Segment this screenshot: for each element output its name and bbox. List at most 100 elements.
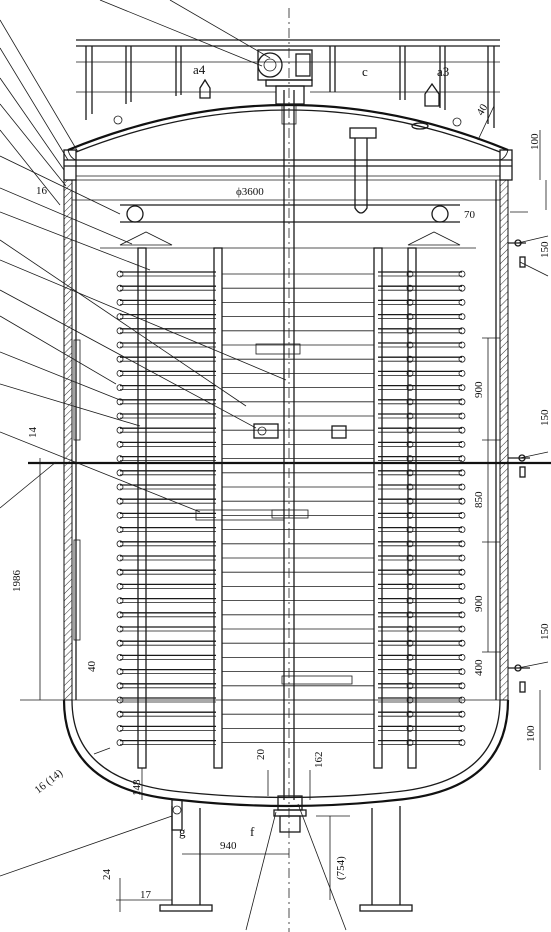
coil-tube-end — [458, 440, 466, 448]
dim-16-14: 16 (14) — [32, 767, 65, 796]
coil-tube-joint — [406, 270, 414, 278]
coil-tube-end — [458, 398, 466, 406]
heat-exchange-coils — [116, 270, 466, 746]
coil-tube-joint — [406, 682, 414, 690]
dim-148: 148 — [131, 779, 143, 796]
coil-tube-end — [116, 270, 124, 278]
coil-tube-joint — [406, 341, 414, 349]
dimension-lines — [20, 105, 547, 912]
coil-tube-end — [116, 469, 124, 477]
coil-tube-end — [116, 696, 124, 704]
coil-tube-end — [116, 455, 124, 463]
coil-tube-end — [116, 426, 124, 434]
dim-100-right: 100 — [525, 725, 537, 742]
coil-tube-end — [116, 512, 124, 519]
coil-tube-joint — [406, 497, 414, 505]
coil-tube-end — [458, 270, 466, 278]
coil-tube-joint — [406, 710, 414, 718]
coil-tube-end — [116, 710, 124, 718]
nozzle-label-a4: a4 — [193, 62, 206, 77]
coil-tube-end — [458, 625, 466, 633]
dim-16-left: 16 — [36, 185, 48, 197]
coil-tube-end — [458, 654, 466, 661]
dim-40-left: 40 — [86, 661, 98, 673]
coil-tube-end — [116, 369, 124, 377]
dim-900-b: 900 — [473, 595, 485, 612]
coil-tube-end — [458, 355, 466, 363]
coil-tube-joint — [406, 568, 414, 576]
coil-tube-end — [116, 284, 124, 292]
coil-tube-joint — [406, 327, 414, 335]
coil-tube-end — [458, 384, 466, 392]
coil-tube-joint — [406, 668, 414, 675]
dim-850: 850 — [473, 491, 485, 508]
coil-tube-end — [458, 682, 466, 690]
coil-tube-end — [458, 341, 466, 349]
coil-tube-end — [458, 554, 466, 562]
dim-940: 940 — [220, 840, 237, 852]
coil-tube-end — [458, 696, 466, 704]
coil-tube-end — [458, 540, 466, 548]
coil-support-bars — [137, 247, 417, 769]
dim-70: 70 — [464, 209, 476, 221]
coil-tube-joint — [406, 725, 414, 732]
coil-tube-end — [458, 483, 466, 491]
coil-tube-joint — [406, 469, 414, 477]
agitator-drive — [257, 49, 313, 125]
nozzle-label-g: g — [179, 824, 186, 839]
coil-tube-end — [458, 284, 466, 292]
nozzle-label-a3: a3 — [437, 64, 449, 79]
coil-tube-end — [458, 611, 466, 619]
top-head — [63, 78, 513, 181]
coil-tube-end — [458, 568, 466, 576]
coil-tube-end — [116, 611, 124, 619]
dim-diameter: ϕ3600 — [236, 186, 264, 198]
coil-tube-joint — [406, 540, 414, 548]
dim-20: 20 — [255, 749, 267, 761]
coil-tube-end — [458, 455, 466, 463]
dim-754: (754) — [335, 856, 347, 880]
dim-150-a: 150 — [539, 241, 551, 258]
coil-tube-joint — [406, 384, 414, 392]
coil-tube-end — [116, 725, 124, 732]
nozzle-label-c: c — [362, 64, 368, 79]
coil-tube-joint — [406, 611, 414, 619]
coil-tube-end — [116, 327, 124, 335]
dim-150-b: 150 — [539, 409, 551, 426]
dim-24: 24 — [101, 869, 113, 881]
coil-tube-joint — [406, 298, 414, 306]
side-nozzles — [508, 239, 530, 693]
coil-tube-end — [116, 398, 124, 406]
dimension-texts: 40 100 16 ϕ3600 70 150 900 150 14 850 19… — [11, 102, 551, 901]
support-legs — [159, 806, 413, 912]
coil-tube-joint — [406, 440, 414, 448]
coil-tube-end — [116, 568, 124, 576]
coil-tube-end — [458, 497, 466, 505]
coil-tube-joint — [406, 313, 414, 321]
dim-1986: 1986 — [11, 570, 23, 593]
coil-tube-joint — [406, 583, 414, 590]
coil-tube-joint — [406, 625, 414, 633]
inner-top-structure — [100, 127, 476, 249]
coil-tube-end — [116, 298, 124, 306]
coil-tube-end — [458, 739, 466, 746]
coil-tube-end — [458, 583, 466, 590]
coil-tube-end — [116, 583, 124, 590]
coil-tube-end — [458, 412, 466, 420]
coil-tube-joint — [406, 639, 414, 647]
coil-tube-joint — [406, 597, 414, 604]
coil-tube-joint — [406, 554, 414, 562]
labels: a4 c a3 g f — [179, 62, 449, 839]
dim-400: 400 — [473, 659, 485, 676]
coil-tube-end — [458, 668, 466, 675]
coil-tube-joint — [406, 398, 414, 406]
agitator-shaft — [195, 8, 353, 932]
coil-tube-end — [116, 526, 124, 533]
coil-tube-end — [116, 384, 124, 392]
coil-tube-end — [116, 341, 124, 349]
coil-tube-joint — [406, 426, 414, 434]
coil-tube-end — [116, 497, 124, 505]
coil-tube-end — [458, 639, 466, 647]
top-platform-frame — [76, 39, 500, 128]
